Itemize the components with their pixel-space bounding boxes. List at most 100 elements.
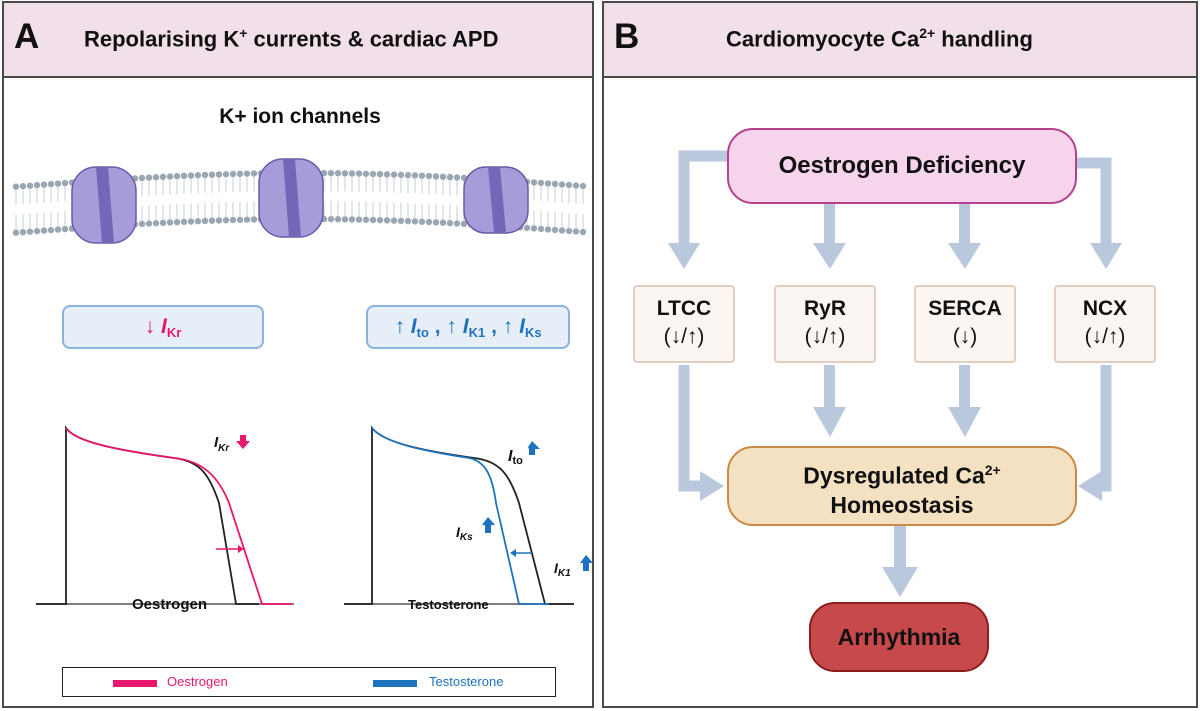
arrow-serca-dys-head [948,407,981,437]
lipid-head [173,218,181,226]
lipid-head [243,170,251,177]
lipid-head [544,180,552,187]
ryr-effect: (↓/↑) [804,325,846,348]
lipid-head [544,226,552,233]
arrow-oestrogen-ryr-line [824,204,835,246]
lipid-head [138,174,146,182]
lipid-head [369,216,377,224]
lipid-head [355,216,363,223]
lipid-head [250,216,258,223]
panel-b-title: Cardiomyocyte Ca2+ handling [726,25,1033,52]
lipid-head [215,217,223,224]
testosterone-plot-label: Testosterone [408,597,489,612]
arrow-oestrogen-ltcc-line [678,150,727,247]
dys-line1: Dysregulated Ca2+ [729,456,1075,491]
lipid-head [208,171,216,178]
panel-a-title-sup: + [239,25,248,41]
lipid-bilayer [12,169,587,236]
apd-prolong-arrowhead [238,545,244,553]
lipid-head [355,170,363,177]
pill-right-current-k1: I [462,315,469,338]
lipid-head [327,169,335,177]
k-channel-1 [71,166,137,244]
lipid-head [54,226,62,233]
panel-b-title-prefix: Cardiomyocyte Ca [726,26,920,52]
lipid-head [565,227,573,235]
lipid-head [47,180,55,188]
lipid-head [33,227,41,235]
arrow-oestrogen-ryr-head [813,243,846,269]
ryr-box: RyR (↓/↑) [774,285,876,363]
ltcc-name: LTCC [656,297,712,320]
lipid-head [201,171,209,179]
legend-swatch-testosterone [373,680,417,687]
lipid-head [187,218,195,225]
lipid-head [222,171,230,178]
lipid-head [439,173,447,180]
lipid-head [369,170,377,178]
lipid-head [187,172,195,179]
lipid-head [348,216,356,223]
ncx-box: NCX (↓/↑) [1054,285,1156,363]
lipid-head [229,216,237,224]
lipid-head [579,182,587,190]
lipid-head [523,224,531,232]
panel-b: B Cardiomyocyte Ca2+ handling [602,1,1198,708]
pill-right-current-ks: I [519,315,525,338]
panel-b-header: B Cardiomyocyte Ca2+ handling [604,3,1196,78]
lipid-head [166,173,174,180]
lipid-head [327,215,335,223]
lipid-head [334,170,342,177]
lipid-head [411,172,419,179]
lipid-head [383,171,391,178]
lipid-head [152,220,160,227]
ncx-name: NCX [1082,297,1128,320]
lipid-head [208,217,216,224]
pill-right-sep-1: , [428,315,447,338]
ap-plot-testosterone: Ito IKs IK1 Testosterone [344,425,593,612]
lipid-head [362,170,370,177]
pill-right-sub-to: to [416,325,429,340]
lipid-head [159,173,167,181]
lipid-head [215,171,223,178]
lipid-head [397,171,405,179]
arrow-oestrogen-ltcc-head [668,243,700,269]
panel-a-title-suffix: currents & cardiac APD [247,26,499,52]
arrow-dys-arrhythmia-line [894,526,906,570]
lipid-head [383,217,391,224]
legend: Oestrogen Testosterone [62,667,556,697]
lipid-head [180,172,188,180]
ap-trace-oestrogen [65,427,292,605]
panel-a-title: Repolarising K+ currents & cardiac APD [84,25,499,52]
legend-label-oestrogen: Oestrogen [167,674,228,689]
pill-left-current: I [161,315,167,338]
lipid-head [236,170,244,178]
arrow-oestrogen-ncx-head [1090,243,1122,269]
lipid-head [439,219,447,226]
lipid-head [572,182,580,189]
lipid-head [565,181,573,189]
arrow-ltcc-dys-head [700,471,724,501]
lipid-head [54,180,62,187]
ap-trace-testosterone [371,427,549,605]
lipid-head [530,179,538,186]
lipid-head [194,172,202,179]
panel-b-letter: B [614,17,640,56]
lipid-head [40,227,48,234]
lipid-head [19,228,27,236]
arrow-serca-dys-line [959,365,970,409]
lipid-head [159,219,167,227]
pill-right-arrow-k1: ↑ [446,315,457,338]
lipid-head [418,218,426,225]
lipid-head [432,173,440,180]
oestrogen-plot-label: Oestrogen [132,596,207,613]
lipid-head [446,173,454,181]
lipid-head [33,181,41,189]
ito-label: Ito [508,448,523,467]
arrow-ltcc-dys-line [678,365,704,492]
lipid-head [194,218,202,225]
arrow-ncx-dys-line [1098,365,1112,492]
lipid-head [145,174,153,181]
lipid-head [418,172,426,179]
lipid-head [61,179,69,187]
